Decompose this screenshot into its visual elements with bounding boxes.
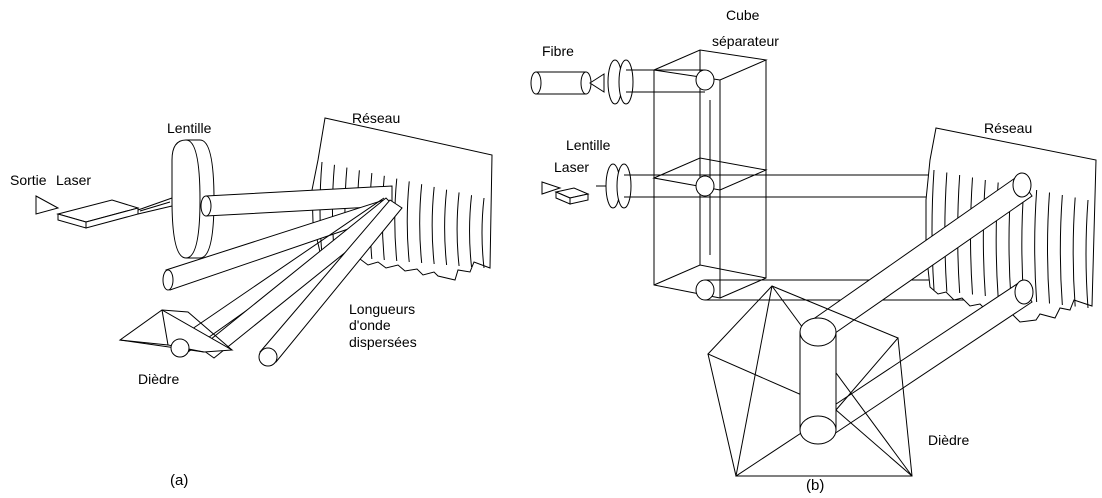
grating-ridge [456, 192, 460, 267]
caption-b: (b) [806, 477, 824, 494]
grating-ridge [1059, 194, 1063, 306]
label-laser-a: Laser [56, 172, 91, 188]
grating-ridge [406, 181, 410, 263]
grating-ridge [1085, 199, 1089, 309]
prism-a [118, 309, 234, 358]
grating-ridge [1034, 189, 1038, 303]
grating-ridge [982, 179, 986, 297]
label-diedre-a: Dièdre [138, 371, 179, 387]
lens-b-mid [596, 163, 632, 209]
output-cone-a [35, 195, 60, 215]
label-cube: Cube [726, 7, 760, 23]
prism-beam-b [799, 317, 837, 445]
label-fibre: Fibre [542, 43, 574, 59]
label-dispersees: dispersées [349, 334, 417, 350]
label-longueurs: Longueurs [349, 301, 415, 317]
grating-b [925, 127, 1097, 323]
grating-ridge [469, 195, 473, 268]
label-laser-b: Laser [554, 159, 589, 175]
label-lentille-a: Lentille [167, 120, 212, 136]
label-reseau-b: Réseau [984, 120, 1032, 136]
label-diedre-b: Dièdre [928, 432, 969, 448]
grating-ridge [931, 169, 935, 291]
grating-ridge [431, 186, 435, 265]
grating-ridge [394, 178, 398, 262]
grating-ridge [1047, 192, 1050, 304]
grating-ridge [419, 184, 423, 264]
label-sortie: Sortie [10, 172, 47, 188]
label-lentille-b: Lentille [566, 137, 611, 153]
lens-b-top [607, 59, 705, 105]
grating-ridge [444, 189, 448, 266]
label-reseau-a: Réseau [352, 110, 400, 126]
label-separateur: séparateur [712, 33, 779, 49]
caption-a: (a) [170, 472, 188, 489]
grating-ridge [1072, 197, 1076, 307]
panel-b: Cube séparateur Fibre Lentille Laser Rés… [530, 7, 1097, 494]
beam-lens-to-grating [200, 185, 393, 217]
panel-a: Sortie Laser Lentille Réseau Longueurs d… [10, 110, 493, 489]
laser-a [56, 197, 173, 229]
grating-ridge [481, 197, 485, 269]
laser-b [541, 181, 590, 205]
label-d-onde: d'onde [349, 317, 391, 333]
fibre [530, 71, 605, 95]
dispersed-beam-3 [258, 199, 403, 367]
diag-beam-2 [811, 279, 1034, 439]
